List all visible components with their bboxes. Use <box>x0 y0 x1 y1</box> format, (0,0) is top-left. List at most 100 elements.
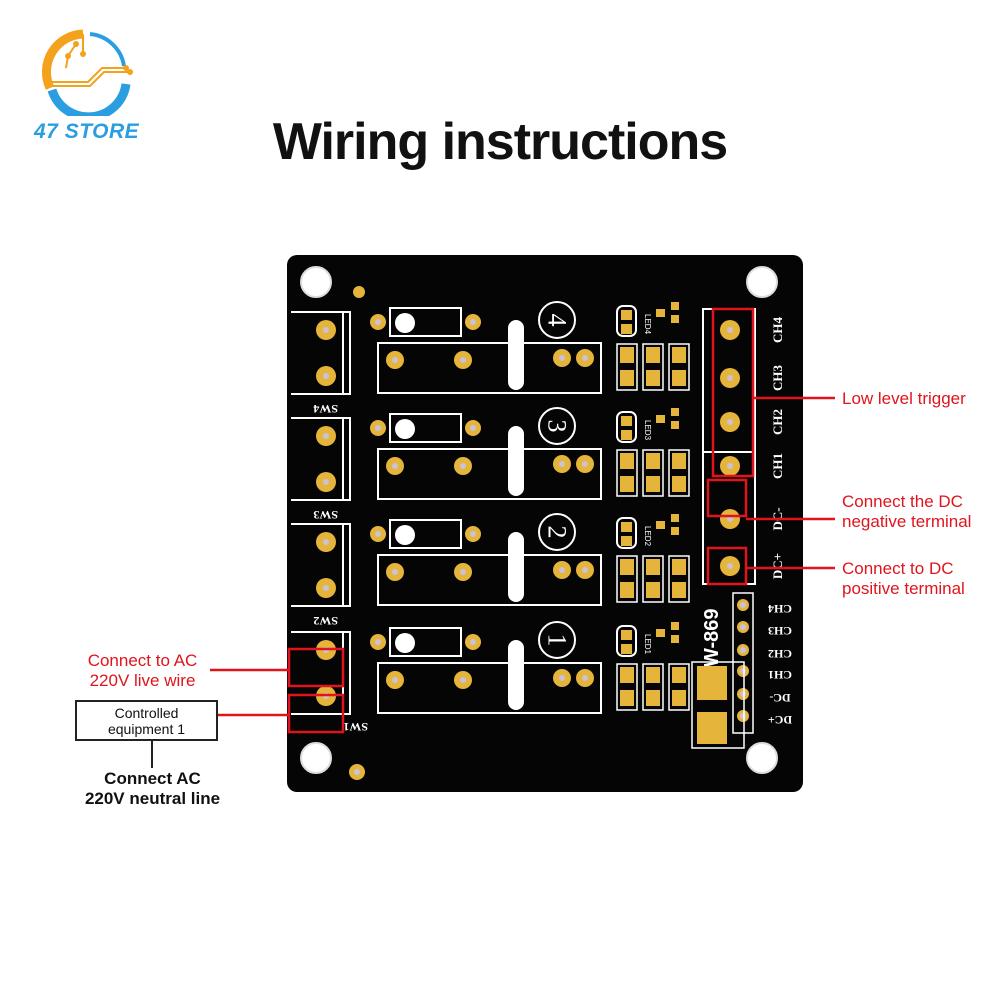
pad-hole <box>460 357 466 363</box>
led-outline <box>616 517 637 549</box>
terminal-label: CH4 <box>770 317 785 344</box>
transistor-pad <box>656 629 665 637</box>
switch-label: SW2 <box>313 614 338 628</box>
resistor-pad <box>646 476 660 492</box>
resistor-outline <box>642 663 664 711</box>
resistor-pad <box>672 690 686 706</box>
led-pad <box>621 522 632 532</box>
switch-label: SW3 <box>313 508 338 522</box>
resistor-outline <box>642 555 664 603</box>
pad-hole <box>392 463 398 469</box>
pad-hole <box>559 355 565 361</box>
relay-outline <box>377 662 602 714</box>
resistor-pad <box>620 453 634 469</box>
resistor-pad <box>620 476 634 492</box>
relay-hole <box>395 633 415 653</box>
low-level-trigger-label: Low level trigger <box>842 389 966 408</box>
switch-terminal-outline <box>291 417 351 501</box>
dc-negative-highlight-box <box>706 478 748 518</box>
pad-hole <box>740 624 746 630</box>
transistor-pad <box>671 514 679 522</box>
resistor-pad <box>620 559 634 575</box>
transistor-pad <box>671 302 679 310</box>
pad-hole <box>323 373 329 379</box>
brand-logo <box>41 29 133 116</box>
pin-header-outline <box>732 592 754 734</box>
relay-outline <box>377 342 602 394</box>
page-title: Wiring instructions <box>272 113 728 171</box>
header-label: CH2 <box>768 647 792 661</box>
relay-hole <box>395 525 415 545</box>
header-label: CH3 <box>768 624 792 638</box>
pad-hole <box>460 677 466 683</box>
relay-slot <box>508 532 524 602</box>
live-highlight-box <box>287 647 345 688</box>
led-pad <box>621 416 632 426</box>
pad-hole <box>582 355 588 361</box>
led-label: LED3 <box>643 420 652 441</box>
switch-terminal-outline <box>291 631 351 715</box>
transistor-pad <box>671 315 679 323</box>
transistor-pad <box>671 527 679 535</box>
switch-label: SW4 <box>313 402 338 416</box>
pad-hole <box>323 327 329 333</box>
led-pad <box>621 644 632 654</box>
relay-outline <box>377 554 602 606</box>
relay-number: 1 <box>543 634 572 647</box>
led-outline <box>616 411 637 443</box>
switch-label: SW1 <box>343 720 368 734</box>
pad-hole <box>323 539 329 545</box>
led-label: LED4 <box>643 314 652 335</box>
resistor-outline <box>668 663 690 711</box>
resistor-pad <box>620 582 634 598</box>
led-label: LED2 <box>643 526 652 547</box>
model-label: HW-869 <box>701 609 723 682</box>
led-outline <box>616 305 637 337</box>
pad-hole <box>727 563 733 569</box>
diode-outline <box>691 661 745 749</box>
resistor-pad <box>672 476 686 492</box>
dc-positive-highlight-box <box>706 546 748 586</box>
relay-number: 3 <box>543 420 572 433</box>
relay-number-circle <box>538 407 576 445</box>
transistor-pad <box>656 521 665 529</box>
resistor-pad <box>620 690 634 706</box>
pad-hole <box>470 319 476 325</box>
terminal-label: CH2 <box>770 409 785 435</box>
relay-coil-outline <box>389 413 462 443</box>
resistor-pad <box>672 559 686 575</box>
relay-slot <box>508 320 524 390</box>
resistor-pad <box>646 667 660 683</box>
pad-hole <box>740 647 746 653</box>
relay-outline <box>377 448 602 500</box>
led-pad <box>621 630 632 640</box>
mounting-hole <box>746 266 778 298</box>
resistor-pad <box>646 453 660 469</box>
resistor-pad <box>620 347 634 363</box>
pad-hole <box>727 327 733 333</box>
mounting-hole <box>300 742 332 774</box>
diode-pad <box>697 712 727 744</box>
relay-hole <box>395 419 415 439</box>
pad-hole <box>392 357 398 363</box>
resistor-outline <box>668 555 690 603</box>
pad-hole <box>460 463 466 469</box>
pad-hole <box>582 567 588 573</box>
pad-hole <box>740 668 746 674</box>
header-label: CH1 <box>768 668 792 682</box>
resistor-pad <box>646 559 660 575</box>
pad-hole <box>460 569 466 575</box>
transistor-pad <box>656 309 665 317</box>
relay-number: 2 <box>543 526 572 539</box>
resistor-pad <box>672 453 686 469</box>
relay-slot <box>508 426 524 496</box>
header-label: DC+ <box>768 713 792 727</box>
resistor-outline <box>642 449 664 497</box>
pad-hole <box>740 602 746 608</box>
switch-terminal-outline <box>291 311 351 395</box>
resistor-outline <box>616 343 638 391</box>
pad-hole <box>740 713 746 719</box>
